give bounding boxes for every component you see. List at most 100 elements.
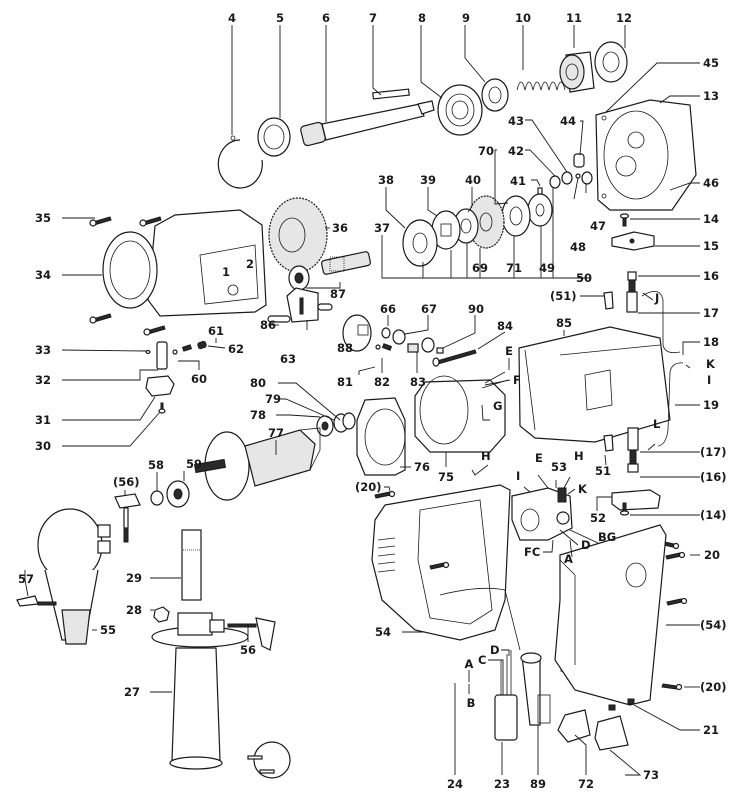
callout-L: L (653, 417, 661, 431)
callout-36: 36 (332, 221, 348, 235)
callout-39: 39 (420, 173, 436, 187)
callout-C: C (478, 653, 486, 667)
part-circlip (217, 135, 263, 189)
callout-87: 87 (330, 287, 346, 301)
part-spring-61 (181, 344, 193, 352)
callout-85: 85 (556, 316, 572, 330)
callout-61: 61 (208, 324, 224, 338)
callout-A-cord: A (465, 657, 474, 671)
callout-78: 78 (250, 408, 266, 422)
part-side-handle-27 (151, 612, 249, 770)
callout-44: 44 (560, 114, 576, 128)
callout-5: 5 (276, 11, 284, 25)
gear-label-1: 1 (222, 265, 230, 279)
callout-K-top: K (706, 357, 716, 371)
callout-A-switch: A (564, 552, 573, 566)
callout-7: 7 (369, 11, 377, 25)
part-wing-screw-57 (16, 595, 57, 607)
callout-20: 20 (704, 548, 720, 562)
callout-82: 82 (374, 375, 390, 389)
part-bearing-87 (288, 265, 310, 291)
callout-70: 70 (478, 144, 494, 158)
part-tube-29 (181, 529, 202, 601)
part-pin-32 (156, 341, 168, 370)
callout-21: 21 (703, 723, 719, 737)
callout-51: 51 (595, 464, 611, 478)
part-oring-47 (581, 171, 593, 185)
part-slider-31 (145, 375, 175, 397)
callout-14: 14 (703, 212, 719, 226)
callout-57: 57 (18, 572, 34, 586)
callout-17: 17 (703, 306, 719, 320)
callout-D-cord: D (490, 643, 500, 657)
callout-20-paren-bottom: (20) (700, 680, 727, 694)
callout-86: 86 (260, 318, 276, 332)
callout-66: 66 (380, 302, 396, 316)
callout-BG: BG (598, 530, 616, 544)
callout-E-switch: E (535, 451, 543, 465)
part-ring-80 (342, 412, 356, 430)
callout-14-paren: (14) (700, 508, 727, 522)
callout-42: 42 (508, 144, 524, 158)
part-pin-41 (537, 187, 543, 195)
leader-lines (24, 25, 700, 776)
part-screw-14 (619, 213, 630, 227)
part-bearing-59 (166, 480, 190, 508)
part-ball-33 (145, 349, 151, 355)
part-spring-82 (381, 343, 393, 351)
part-ring-58 (150, 490, 164, 506)
part-wiring (439, 587, 521, 651)
callout-47: 47 (590, 219, 606, 233)
callout-34: 34 (35, 268, 51, 282)
part-spring (516, 81, 566, 91)
callout-67: 67 (421, 302, 437, 316)
part-wire-19 (657, 362, 684, 447)
callout-51-paren: (51) (550, 289, 577, 303)
callout-90: 90 (468, 302, 484, 316)
part-bearing-78 (316, 415, 334, 437)
gear-label-2: 2 (246, 257, 254, 271)
callout-19: 19 (703, 398, 719, 412)
callout-18: 18 (703, 335, 719, 349)
callout-49: 49 (539, 261, 555, 275)
part-cord-clamp-73 (594, 715, 629, 751)
part-wire-18 (641, 291, 681, 354)
callout-62: 62 (228, 342, 244, 356)
callout-54-paren: (54) (700, 618, 727, 632)
callout-46: 46 (703, 176, 719, 190)
callout-17-paren: (17) (700, 445, 727, 459)
callout-16-paren: (16) (700, 470, 727, 484)
part-screws-35 (89, 216, 166, 336)
callout-45: 45 (703, 56, 719, 70)
callout-F-top: F (513, 373, 521, 387)
part-screw-90 (436, 347, 444, 354)
part-cover-52 (611, 489, 661, 511)
callout-69: 69 (472, 261, 488, 275)
callout-12: 12 (616, 11, 632, 25)
callout-33: 33 (35, 343, 51, 357)
part-brush-holder-bottom (627, 427, 639, 473)
callout-73: 73 (643, 768, 659, 782)
callout-K-switch: K (578, 482, 588, 496)
part-sleeve (573, 153, 585, 168)
callout-I-top: I (707, 373, 711, 387)
part-bracket-63 (267, 287, 333, 323)
part-gearbox-housing: 1 2 (102, 209, 267, 317)
part-wing-screw-56p (114, 493, 141, 543)
part-brush-cap-51 (603, 434, 614, 452)
callout-labels: 4 5 6 7 8 9 10 11 12 45 13 44 43 42 70 4… (18, 11, 727, 791)
part-nut-28 (153, 606, 170, 623)
callout-84: 84 (497, 319, 513, 333)
callout-79: 79 (265, 392, 281, 406)
part-clutch (559, 51, 595, 93)
parts-layer: 1 2 (16, 41, 697, 779)
part-seal-ring (257, 117, 291, 157)
callout-50: 50 (576, 271, 592, 285)
part-cord-clamp-72 (557, 709, 591, 743)
part-spindle (300, 100, 435, 147)
callout-13: 13 (703, 89, 719, 103)
part-large-gear (268, 197, 328, 273)
callout-4: 4 (228, 11, 236, 25)
callout-11: 11 (566, 11, 582, 25)
